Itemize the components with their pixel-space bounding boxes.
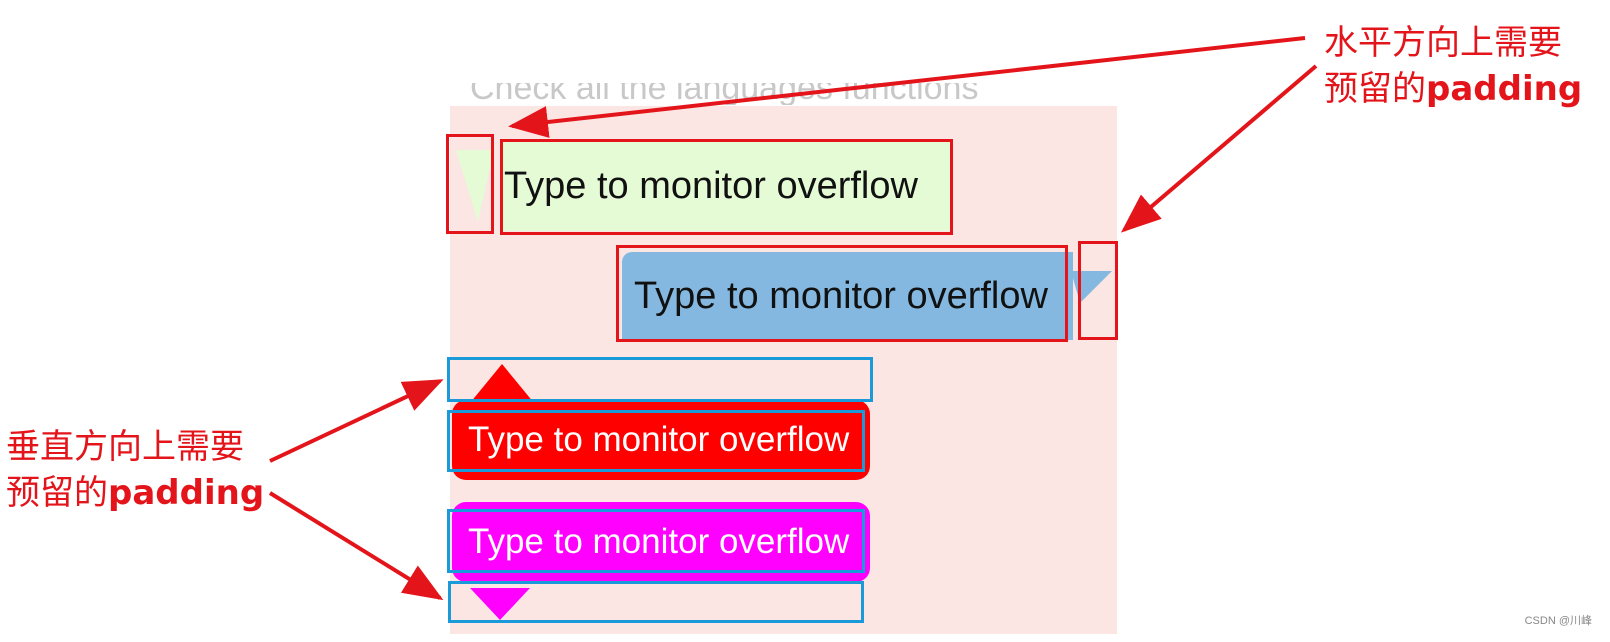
bubble-label: Type to monitor overflow <box>634 274 1048 317</box>
watermark: CSDN @川峰 <box>1524 615 1592 627</box>
bubble-red: Type to monitor overflow <box>452 400 870 480</box>
arrow-to-top-padding <box>269 379 444 463</box>
highlight-box-red-content <box>447 410 865 472</box>
highlight-box-top-padding <box>447 357 873 402</box>
arrow-to-left-padding <box>508 36 1306 138</box>
bubble-blue: Type to monitor overflow <box>622 252 1073 340</box>
arrow-to-bottom-padding <box>268 491 444 601</box>
magenta-bubble-tail <box>470 588 530 620</box>
bubble-label: Type to monitor overflow <box>504 164 918 207</box>
highlight-box-green-content <box>500 139 953 235</box>
bubble-magenta: Type to monitor overflow <box>452 502 870 582</box>
bubble-label: Type to monitor overflow <box>468 522 850 561</box>
highlight-box-magenta-content <box>447 509 865 573</box>
vertical-padding-annotation: 垂直方向上需要 预留的padding <box>6 424 264 516</box>
arrow-to-right-padding <box>1120 64 1318 233</box>
highlight-box-left-padding <box>446 134 494 234</box>
green-bubble-tail <box>456 150 494 222</box>
bubble-label: Type to monitor overflow <box>468 420 850 459</box>
annotation-line: 水平方向上需要 <box>1324 23 1562 63</box>
blue-bubble-tail <box>1071 271 1112 303</box>
bubble-green: Type to monitor overflow <box>502 141 950 231</box>
highlight-box-bottom-padding <box>448 581 864 623</box>
annotation-line: 预留的padding <box>6 473 265 513</box>
annotation-line: 预留的padding <box>1324 69 1583 109</box>
annotation-line: 垂直方向上需要 <box>6 427 244 467</box>
highlight-box-blue-content <box>616 245 1068 342</box>
red-bubble-tail <box>470 364 534 403</box>
horizontal-padding-annotation: 水平方向上需要 预留的padding <box>1324 20 1582 112</box>
highlight-box-right-padding <box>1078 241 1118 340</box>
